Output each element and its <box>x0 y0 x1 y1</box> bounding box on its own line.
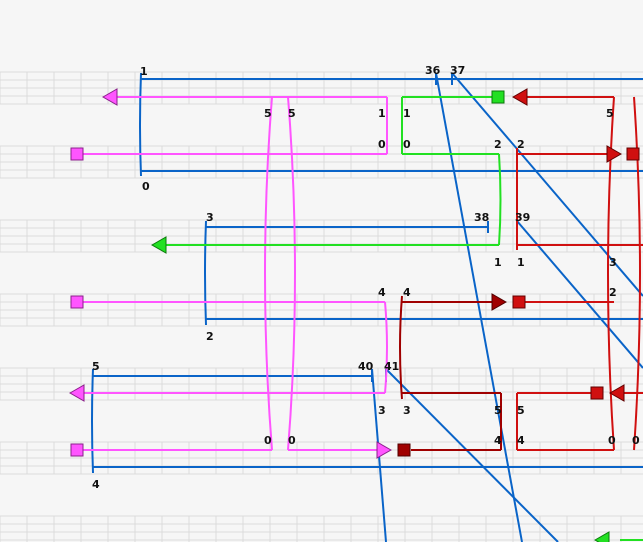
blue-wire <box>451 72 643 297</box>
red-square-node[interactable] <box>590 386 604 400</box>
port-label: 0 <box>403 138 411 151</box>
port-label: 36 <box>425 64 441 77</box>
green-square-node[interactable] <box>491 90 505 104</box>
port-label: 4 <box>403 286 411 299</box>
port-label: 39 <box>515 211 530 224</box>
darkred-square-node[interactable] <box>397 443 411 457</box>
port-label: 1 <box>494 256 502 269</box>
blue-wire <box>204 220 207 326</box>
red-arrow-right-icon[interactable] <box>606 145 623 163</box>
port-label: 2 <box>206 330 214 343</box>
port-label: 1 <box>517 256 525 269</box>
port-label: 5 <box>494 404 502 417</box>
red-square-node[interactable] <box>512 295 526 309</box>
port-labels: 1 0 36 37 5 5 1 1 5 0 0 2 2 3 38 39 1 1 … <box>92 64 640 491</box>
pink-square-node[interactable] <box>70 147 84 161</box>
port-label: 1 <box>378 107 386 120</box>
port-label: 5 <box>92 360 100 373</box>
port-label: 5 <box>517 404 525 417</box>
blue-wire <box>139 72 142 177</box>
port-label: 0 <box>378 138 386 151</box>
port-label: 4 <box>517 434 525 447</box>
port-label: 5 <box>288 107 296 120</box>
port-label: 38 <box>474 211 489 224</box>
port-label: 2 <box>517 138 525 151</box>
port-label: 2 <box>494 138 502 151</box>
red-connections <box>511 88 643 451</box>
port-label: 3 <box>378 404 386 417</box>
port-label: 41 <box>384 360 399 373</box>
green-arrow-left-icon[interactable] <box>593 531 610 542</box>
port-label: 5 <box>606 107 614 120</box>
port-label: 4 <box>494 434 502 447</box>
port-label: 3 <box>403 404 411 417</box>
port-label: 3 <box>609 256 617 269</box>
pink-wire <box>384 301 388 394</box>
red-wire <box>607 96 615 451</box>
port-label: 0 <box>142 180 150 193</box>
port-label: 0 <box>608 434 616 447</box>
pink-wire <box>264 96 273 451</box>
red-arrow-left-icon[interactable] <box>608 384 625 402</box>
red-square-node[interactable] <box>626 147 640 161</box>
port-label: 0 <box>632 434 640 447</box>
background-grid <box>0 71 643 542</box>
blue-wire <box>435 72 523 542</box>
pink-arrow-right-icon[interactable] <box>376 441 393 459</box>
darkred-wire <box>399 295 403 400</box>
blue-wire <box>91 368 94 474</box>
darkred-connections <box>397 293 508 457</box>
pink-arrow-left-icon[interactable] <box>68 384 85 402</box>
pink-connections <box>68 88 393 459</box>
port-label: 4 <box>92 478 100 491</box>
port-label: 40 <box>358 360 374 373</box>
port-label: 0 <box>288 434 296 447</box>
red-wire <box>633 96 641 451</box>
blue-connections <box>91 72 643 542</box>
pink-wire <box>287 96 296 451</box>
port-label: 3 <box>206 211 214 224</box>
port-label: 4 <box>378 286 386 299</box>
green-connections <box>150 90 643 542</box>
port-label: 1 <box>403 107 411 120</box>
port-label: 0 <box>264 434 272 447</box>
red-arrow-left-icon[interactable] <box>511 88 528 106</box>
port-label: 2 <box>609 286 617 299</box>
pink-square-node[interactable] <box>70 295 84 309</box>
pink-arrow-left-icon[interactable] <box>101 88 118 106</box>
green-wire <box>498 153 502 246</box>
port-label: 37 <box>450 64 465 77</box>
port-label: 1 <box>140 65 148 78</box>
port-label: 5 <box>264 107 272 120</box>
pink-square-node[interactable] <box>70 443 84 457</box>
blue-wire <box>385 368 559 542</box>
green-arrow-left-icon[interactable] <box>150 236 167 254</box>
darkred-arrow-right-icon[interactable] <box>491 293 508 311</box>
